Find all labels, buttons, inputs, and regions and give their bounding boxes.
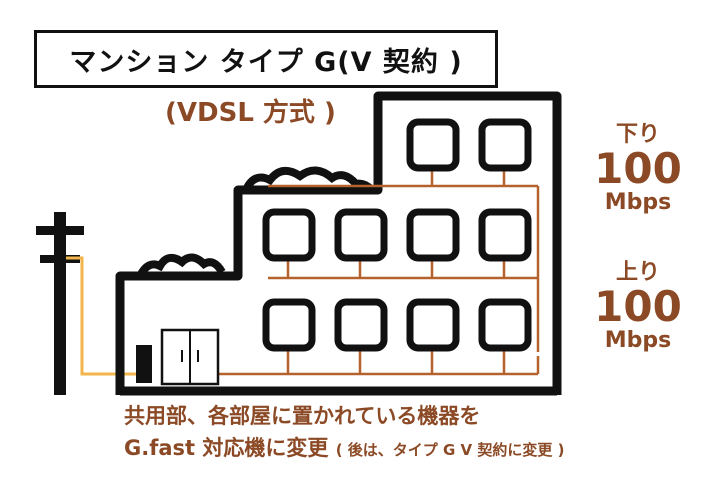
download-unit: Mbps [604, 190, 672, 215]
footer-line-2: G.fast 対応機に変更 ( 後は、タイプ G V 契約に変更 ) [124, 432, 564, 462]
utility-pole [36, 212, 84, 395]
download-value: 100 [594, 144, 682, 193]
download-label: 下り [615, 122, 660, 147]
upload-value: 100 [594, 282, 682, 331]
drop-cable [66, 256, 138, 376]
room-2f-2 [334, 208, 388, 262]
room-2f-4 [478, 208, 532, 262]
room-2f-1 [262, 208, 316, 262]
onu-device [136, 345, 152, 383]
roof-cloud-right [242, 166, 375, 193]
diagram-title: マンション タイプ G(V 契約 ) [69, 46, 463, 78]
room-3f-1 [406, 118, 460, 172]
footer-line-2-main: G.fast 対応機に変更 [124, 436, 329, 460]
building-outline [115, 91, 562, 395]
upload-label: 上り [615, 260, 660, 285]
upload-unit: Mbps [604, 328, 672, 353]
footer-note: ( 後は、タイプ G V 契約に変更 ) [335, 441, 565, 459]
room-3f-2 [478, 118, 532, 172]
roof-cloud-left [136, 253, 226, 278]
method-label: (VDSL 方式 ) [165, 98, 336, 128]
download-speed: 下り 100 Mbps [578, 116, 698, 215]
room-1f-3 [406, 298, 460, 352]
room-1f-1 [262, 298, 316, 352]
equipment-cabinet [160, 328, 220, 386]
footer-line-1: 共用部、各部屋に置かれている機器を [124, 404, 481, 428]
room-2f-3 [406, 208, 460, 262]
room-1f-2 [334, 298, 388, 352]
title-box: マンション タイプ G(V 契約 ) [34, 30, 498, 88]
room-1f-4 [478, 298, 532, 352]
upload-speed: 上り 100 Mbps [578, 254, 698, 353]
